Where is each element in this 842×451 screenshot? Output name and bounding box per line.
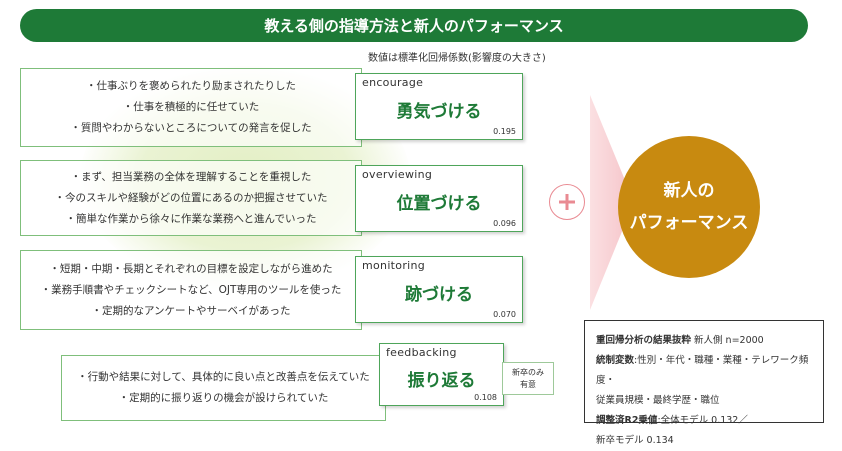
info-bold: 調整済R2乗値 [596,415,658,426]
description-box-encourage: ・仕事ぶりを褒められたり励まされたりした ・仕事を積極的に任せていた ・質問やわ… [20,68,362,147]
label-japanese: 位置づける [396,194,482,214]
plus-circle [549,184,585,220]
result-line: パフォーマンス [629,213,749,233]
label-english: monitoring [362,259,426,272]
coefficient-value: 0.096 [493,219,516,228]
label-japanese: 跡づける [405,285,473,305]
info-line: 統制変数:性別・年代・職種・業種・テレワーク頻度・ [596,351,823,391]
result-circle: 新人の パフォーマンス [618,136,760,278]
description-box-overviewing: ・まず、担当業務の全体を理解することを重視した ・今のスキルや経験がどの位置にあ… [20,160,362,236]
label-english: overviewing [362,168,433,181]
label-box-monitoring: monitoring 跡づける 0.070 [355,256,523,323]
significance-note-line: 新卒のみ [512,367,544,377]
label-english: encourage [362,76,424,89]
info-bold: 統制変数 [596,355,635,366]
label-box-feedbacking: feedbacking 振り返る 0.108 [379,343,504,406]
description-box-monitoring: ・短期・中期・長期とそれぞれの目標を設定しながら進めた ・業務手順書やチェックシ… [20,250,362,330]
info-text: 新人側 n=2000 [691,335,764,346]
info-bold: 重回帰分析の結果抜粋 [596,335,692,346]
plus-icon [559,194,575,210]
description-line: ・簡単な作業から徐々に作業な業務へと進んでいった [65,212,317,225]
info-text: :性別・年代・職種・業種・テレワーク頻度・ [596,355,809,386]
significance-note-box: 新卒のみ 有意 [502,362,554,395]
description-line: ・業務手順書やチェックシートなど、OJT専用のツールを使った [40,283,342,296]
description-box-feedbacking: ・行動や結果に対して、具体的に良い点と改善点を伝えていた ・定期的に振り返りの機… [61,355,386,421]
info-line: 調整済R2乗値:全体モデル 0.132／ [596,411,823,431]
info-line: 重回帰分析の結果抜粋 新人側 n=2000 [596,331,823,351]
description-line: ・定期的に振り返りの機会が設けられていた [118,392,329,404]
description-line: ・仕事を積極的に任せていた [122,101,260,113]
coefficient-value: 0.195 [493,127,516,136]
coefficient-value: 0.108 [474,393,497,402]
arrow-right-icon [590,95,634,310]
description-line: ・質問やわからないところについての発言を促した [70,122,312,134]
label-box-overviewing: overviewing 位置づける 0.096 [355,165,523,232]
description-line: ・今のスキルや経験がどの位置にあるのか把握させていた [54,191,328,204]
info-line: 新卒モデル 0.134 [596,435,674,446]
label-japanese: 振り返る [407,371,476,391]
description-line: ・仕事ぶりを褒められたり励まされたりした [86,80,296,92]
description-line: ・定期的なアンケートやサーベイがあった [91,304,291,317]
result-line: 新人の [663,181,715,201]
label-box-encourage: encourage 勇気づける 0.195 [355,73,523,140]
description-line: ・短期・中期・長期とそれぞれの目標を設定しながら進めた [49,262,333,275]
page-title: 教える側の指導方法と新人のパフォーマンス [20,9,808,42]
description-line: ・行動や結果に対して、具体的に良い点と改善点を伝えていた [77,371,370,383]
analysis-info-box: 重回帰分析の結果抜粋 新人側 n=2000 統制変数:性別・年代・職種・業種・テ… [584,320,824,446]
coefficient-value: 0.070 [493,310,516,319]
label-japanese: 勇気づける [396,102,482,122]
info-line: 従業員規模・最終学歴・職位 [596,395,720,406]
description-line: ・まず、担当業務の全体を理解することを重視した [70,170,312,183]
label-english: feedbacking [386,346,457,359]
info-text: :全体モデル 0.132／ [657,415,748,426]
coefficient-note: 数値は標準化回帰係数(影響度の大きさ) [368,53,546,64]
significance-note-line: 有意 [520,379,536,389]
